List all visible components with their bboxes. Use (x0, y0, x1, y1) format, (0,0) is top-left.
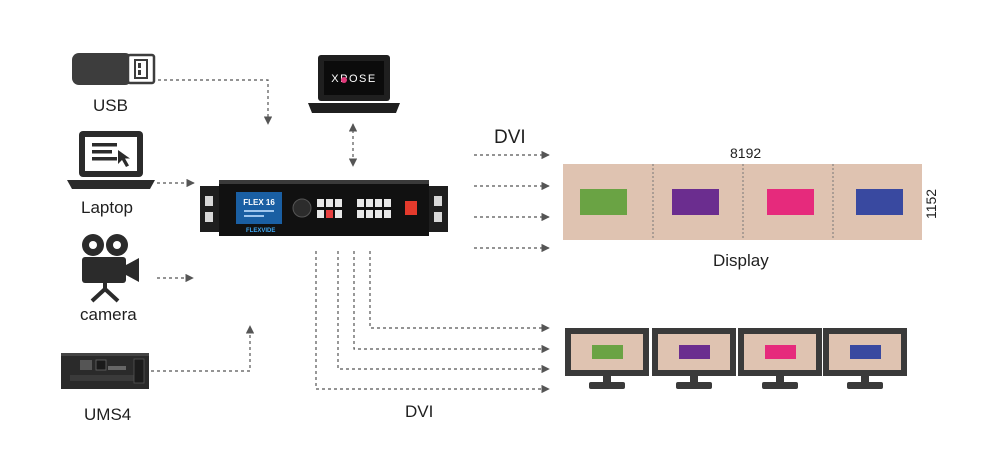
xpose-logo-text: XPOSE (331, 73, 376, 85)
display-block-purple (672, 189, 719, 215)
usb-icon (72, 53, 156, 85)
connection-lines (151, 79, 550, 394)
ums4-device-icon (61, 353, 149, 389)
usb-label: USB (93, 96, 128, 115)
led-display (563, 164, 922, 240)
camera-icon (82, 234, 139, 303)
monitor-out-1 (369, 251, 550, 333)
laptop-label: Laptop (81, 198, 133, 217)
monitor-1 (565, 328, 649, 389)
display-block-pink (767, 189, 814, 215)
processor-brand-text: FLEXVIDE (246, 228, 275, 234)
ums4-label: UMS4 (84, 405, 132, 424)
laptop-icon (67, 131, 155, 189)
monitor-2 (652, 328, 736, 389)
ums4-connector (151, 325, 255, 372)
processor-model-text: FLEX 16 (243, 198, 275, 207)
display-block-green (580, 189, 627, 215)
monitor-out-2 (353, 251, 550, 354)
video-processor-icon: FLEX 16 FLEXVIDE (200, 180, 448, 236)
display-block-blue (856, 189, 903, 215)
dvi-top-label: DVI (494, 127, 526, 148)
monitor-3 (738, 328, 822, 389)
dvi-bottom-label: DVI (405, 402, 434, 421)
display-width-label: 8192 (730, 145, 762, 161)
display-caption: Display (713, 251, 769, 270)
monitor-out-4 (315, 251, 550, 394)
control-laptop-icon: XPOSE (308, 55, 400, 113)
monitor-out-3 (337, 251, 550, 374)
camera-label: camera (80, 305, 137, 324)
usb-connector (158, 79, 273, 125)
monitor-wall (565, 328, 907, 389)
monitor-4 (823, 328, 907, 389)
display-height-label: 1152 (923, 188, 940, 220)
